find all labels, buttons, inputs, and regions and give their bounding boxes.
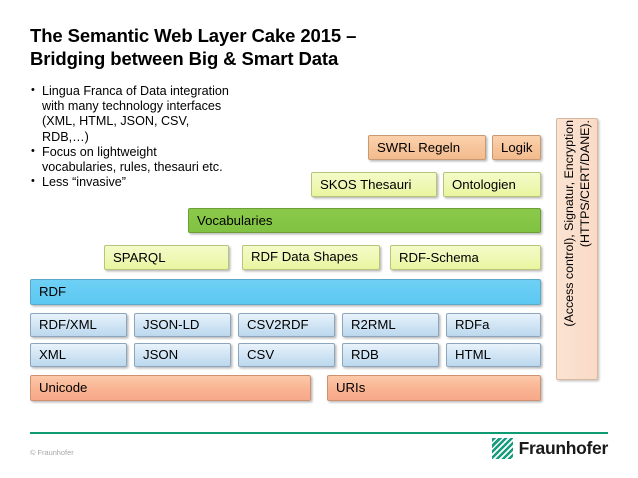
footer-divider: [30, 432, 608, 434]
layer-box-rdf[interactable]: RDF: [30, 279, 541, 305]
page-title: The Semantic Web Layer Cake 2015 – Bridg…: [30, 24, 510, 70]
layer-box-ontologien[interactable]: Ontologien: [443, 172, 541, 197]
layer-box-html[interactable]: HTML: [446, 343, 541, 367]
layer-box-rdf-schema[interactable]: RDF-Schema: [390, 245, 541, 270]
layer-box-json[interactable]: JSON: [134, 343, 231, 367]
layer-box-unicode[interactable]: Unicode: [30, 375, 311, 401]
list-item: Focus on lightweight vocabularies, rules…: [30, 144, 230, 175]
layer-box-rdf-data-shapes[interactable]: RDF Data Shapes: [242, 245, 380, 270]
layer-box-xml[interactable]: XML: [30, 343, 127, 367]
layer-box-skos-thesauri[interactable]: SKOS Thesauri: [311, 172, 437, 197]
layer-box-swrl-regeln[interactable]: SWRL Regeln: [368, 135, 486, 160]
fraunhofer-logo-icon: [491, 438, 513, 459]
layer-box-rdb[interactable]: RDB: [342, 343, 439, 367]
layer-box-security-label: (Access control), Signatur, Encryption (…: [562, 120, 592, 327]
layer-box-sparql[interactable]: SPARQL: [104, 245, 229, 270]
layer-box-security[interactable]: (Access control), Signatur, Encryption (…: [556, 118, 598, 380]
layer-box-logik[interactable]: Logik: [492, 135, 541, 160]
layer-box-r2rml[interactable]: R2RML: [342, 313, 439, 337]
list-item: Less “invasive”: [30, 174, 230, 190]
layer-box-uris[interactable]: URIs: [327, 375, 541, 401]
layer-box-rdf-xml[interactable]: RDF/XML: [30, 313, 127, 337]
copyright-text: © Fraunhofer: [30, 448, 74, 457]
bullet-list: Lingua Franca of Data integration with m…: [30, 83, 230, 190]
fraunhofer-logo: Fraunhofer: [491, 438, 609, 459]
title-line-2: Bridging between Big & Smart Data: [30, 48, 339, 69]
layer-box-json-ld[interactable]: JSON-LD: [134, 313, 231, 337]
layer-box-rdf-data-shapes-label: RDF Data Shapes: [251, 249, 359, 264]
title-line-1: The Semantic Web Layer Cake 2015 –: [30, 25, 357, 46]
fraunhofer-logo-wordmark: Fraunhofer: [518, 438, 609, 458]
list-item: Lingua Franca of Data integration with m…: [30, 83, 230, 145]
layer-box-rdfa[interactable]: RDFa: [446, 313, 541, 337]
layer-box-vocabularies[interactable]: Vocabularies: [188, 208, 541, 233]
layer-box-csv[interactable]: CSV: [238, 343, 335, 367]
layer-box-csv2rdf[interactable]: CSV2RDF: [238, 313, 335, 337]
